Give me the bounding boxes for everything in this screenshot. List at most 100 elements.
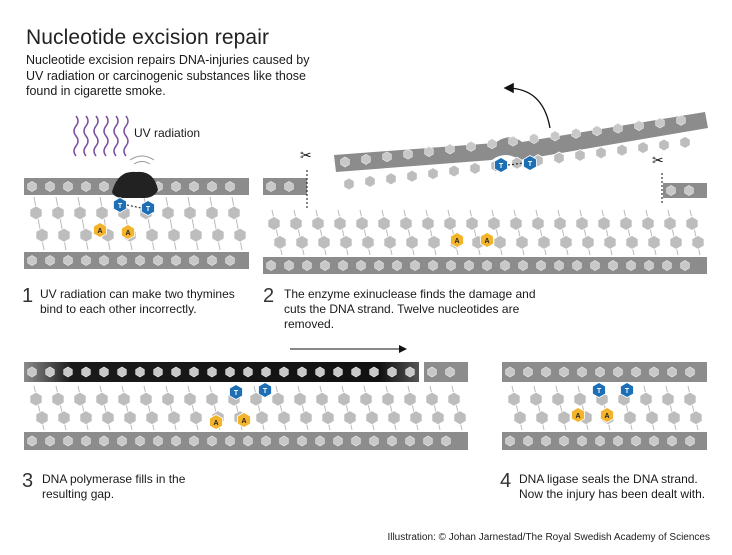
nucleotide [531, 216, 545, 231]
nucleotide [469, 161, 481, 175]
nucleotide [289, 216, 303, 231]
sugar-ring [626, 260, 636, 271]
sugar-ring [27, 366, 37, 378]
nucleotide [364, 174, 376, 188]
nucleotide [277, 410, 291, 426]
nucleotide [139, 391, 153, 407]
step-1-caption: UV radiation can make two thymines bind … [40, 287, 235, 316]
sugar-ring [284, 260, 294, 271]
nucleotide [537, 234, 551, 250]
sugar-ring [559, 435, 569, 447]
sugar-ring [387, 435, 397, 447]
sugar-ring [392, 260, 402, 271]
sugar-ring [45, 366, 55, 378]
nucleotide [511, 156, 523, 170]
sugar-ring [428, 260, 438, 271]
nucleotide [29, 205, 43, 221]
nucleotide [51, 205, 65, 221]
thymine-base [258, 382, 272, 398]
sugar-ring [577, 435, 587, 447]
thymine-base-label: T [499, 163, 504, 170]
nucleotide [507, 391, 521, 407]
adenine-base [480, 232, 494, 248]
nucleotide [683, 391, 697, 407]
sugar-ring [684, 185, 694, 196]
nucleotide [35, 410, 49, 426]
sugar-ring [45, 255, 55, 266]
excision-arrow-icon [503, 82, 551, 129]
nucleotide [679, 135, 691, 149]
sugar-ring [351, 435, 361, 447]
sugar-ring [410, 260, 420, 271]
adenine-base [93, 222, 107, 238]
nucleotide [167, 410, 181, 426]
step-3-caption: DNA polymerase fills in the resulting ga… [42, 472, 186, 501]
sugar-ring [382, 151, 392, 163]
nucleotide [647, 234, 661, 250]
sugar-ring [284, 181, 294, 192]
sugar-ring [369, 435, 379, 447]
sugar-ring [666, 185, 676, 196]
sugar-ring [655, 117, 665, 129]
dimer-bond [126, 204, 142, 209]
sugar-ring [320, 260, 330, 271]
nucleotide [689, 410, 703, 426]
nucleotide [365, 410, 379, 426]
nucleotide [343, 410, 357, 426]
sugar-ring [333, 435, 343, 447]
step-3-number: 3 [22, 470, 34, 492]
nucleotide [553, 151, 565, 165]
nucleotide [645, 410, 659, 426]
nucleotide [57, 410, 71, 426]
sugar-ring [405, 435, 415, 447]
nucleotide [447, 391, 461, 407]
sugar-ring [613, 435, 623, 447]
nucleotide [603, 234, 617, 250]
sugar-ring [207, 435, 217, 447]
nucleotide [355, 216, 369, 231]
sugar-ring [374, 260, 384, 271]
nucleotide [161, 391, 175, 407]
scissors-icon: ✂ [652, 152, 664, 168]
adenine-base [237, 412, 251, 428]
sugar-ring [45, 181, 55, 192]
nucleotide [167, 227, 181, 243]
nucleotide [663, 216, 677, 231]
adenine-base-label: A [97, 228, 102, 235]
sugar-ring [500, 260, 510, 271]
sugar-ring [99, 435, 109, 447]
adenine-base [571, 407, 585, 423]
nucleotide [551, 391, 565, 407]
nucleotide [183, 391, 197, 407]
sugar-ring [63, 255, 73, 266]
nucleotide [383, 234, 397, 250]
sugar-ring [340, 156, 350, 168]
nucleotide [453, 410, 467, 426]
sugar-ring [405, 366, 415, 378]
sugar-ring [189, 435, 199, 447]
nucleotide [425, 391, 439, 407]
sugar-ring [541, 366, 551, 378]
sugar-ring [207, 255, 217, 266]
step-2-caption: The enzyme exinuclease finds the damage … [284, 287, 536, 331]
thymine-base-label: T [597, 388, 602, 395]
nucleotide [211, 227, 225, 243]
thymine-base [113, 197, 127, 213]
nucleotide [95, 391, 109, 407]
nucleotide [465, 216, 479, 231]
thymine-base [229, 384, 243, 400]
nucleotide [299, 410, 313, 426]
nucleotide [387, 410, 401, 426]
nucleotide [403, 391, 417, 407]
sugar-ring [225, 181, 235, 192]
sugar-ring [171, 366, 181, 378]
sugar-ring [243, 435, 253, 447]
sugar-ring [427, 366, 437, 378]
nucleotide [377, 216, 391, 231]
sugar-ring [649, 366, 659, 378]
nucleotide [293, 391, 307, 407]
thymine-dimer-distortion [112, 171, 158, 198]
nucleotide [691, 234, 705, 250]
